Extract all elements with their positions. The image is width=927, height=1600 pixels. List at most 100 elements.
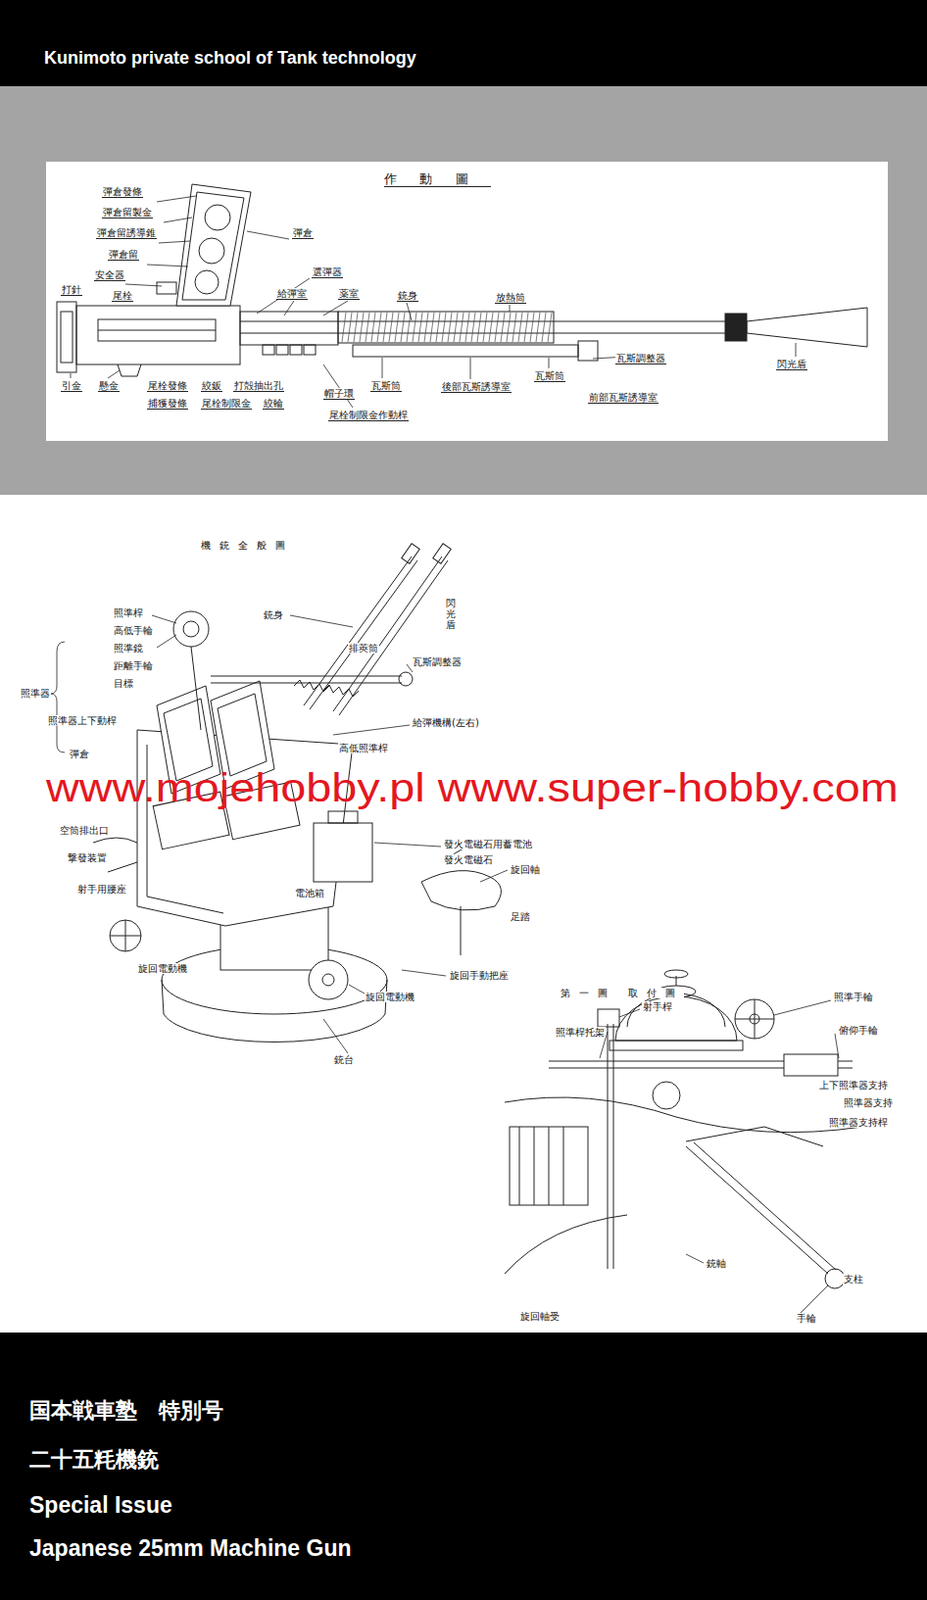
mount-drawing: [322, 974, 335, 986]
radiator-rib: [424, 312, 429, 342]
gun-section-drawing: [341, 312, 552, 342]
leader-line: [774, 1000, 831, 1016]
part-label: 旋回軸受: [519, 1311, 561, 1322]
part-label: 閃光盾: [776, 358, 808, 371]
gun-section-drawing: [578, 341, 598, 361]
part-label: 前部瓦斯誘導室: [587, 391, 659, 404]
radiator-rib: [459, 312, 464, 342]
leader-line: [246, 231, 290, 240]
leader-line: [470, 357, 472, 380]
part-label: 選彈器: [311, 266, 343, 279]
leader-line: [382, 357, 384, 379]
sight-mount-drawing: [609, 1040, 743, 1051]
radiator-rib: [488, 312, 493, 342]
part-label: 後部瓦斯誘導室: [440, 381, 512, 393]
mount-drawing: [313, 823, 373, 882]
radiator-rib: [512, 312, 517, 342]
radiator-rib: [394, 312, 399, 342]
mount-drawing: [421, 871, 501, 911]
part-label: 銃身: [262, 609, 285, 621]
part-label: 電池箱: [293, 887, 326, 899]
part-label: 帽子環: [323, 388, 355, 400]
watermark: www.mojehobby.pl www.super-hobby.com: [46, 766, 899, 810]
mount-drawing: [191, 646, 201, 731]
mount-drawing: [398, 672, 413, 686]
gun-section-drawing: [352, 344, 579, 357]
radiator-rib: [347, 312, 352, 342]
sight-mount-drawing: [548, 1126, 550, 1206]
radiator-rib: [412, 312, 417, 342]
mount-drawing: [183, 621, 199, 637]
page-ground: [0, 0, 927, 87]
gun-section-drawing: [240, 321, 747, 323]
part-label: 照準桿托架: [554, 1026, 606, 1038]
part-label: 空筒排出口: [58, 825, 110, 836]
leader-line: [290, 615, 353, 628]
leader-line: [323, 300, 348, 316]
gun-section-drawing: [262, 344, 275, 355]
radiator-rib: [406, 312, 411, 342]
leader-line: [348, 984, 365, 994]
gun-section-drawing: [204, 204, 231, 231]
sight-mount-drawing: [615, 996, 737, 1041]
part-label: 照準器支持: [842, 1097, 894, 1109]
part-label: 旋回電動機: [364, 991, 416, 1003]
part-label: 給彈機構(左右): [411, 717, 481, 729]
radiator-rib: [530, 312, 535, 342]
part-label: 彈倉: [292, 227, 314, 240]
sight-mount-drawing: [783, 1054, 838, 1076]
gun-section-drawing: [117, 364, 142, 377]
part-label: 旋回軸: [509, 864, 541, 876]
part-label: 尾栓制限金: [200, 397, 252, 410]
part-label: 高低手輪: [112, 625, 154, 636]
radiator-rib: [353, 312, 358, 342]
part-label: 彈倉留誘導錐: [96, 227, 157, 240]
leader-line: [256, 278, 310, 314]
leader-line: [50, 615, 508, 1054]
part-label: 給彈室: [276, 288, 308, 300]
mount-drawing: [339, 560, 448, 716]
leader-line: [619, 1009, 640, 1018]
mount-drawing: [161, 979, 388, 1043]
mount-drawing: [107, 862, 138, 873]
part-label: 捕獲發條: [146, 397, 189, 410]
sight-mount-drawing: [597, 1009, 620, 1027]
leader-line: [509, 304, 511, 312]
sight-mount-drawing: [534, 1126, 536, 1206]
part-label: 照準器上下動桿: [47, 715, 118, 727]
gun-section-drawing: [60, 311, 73, 363]
part-label: 引金: [60, 380, 83, 392]
radiator-rib: [418, 312, 423, 342]
radiator-rib: [436, 312, 440, 342]
part-label: 照準鏡: [112, 642, 145, 654]
radiator-rib: [547, 312, 552, 342]
part-label: 彈倉留製金: [101, 206, 153, 219]
radiator-rib: [383, 312, 388, 342]
mount-drawing: [210, 676, 402, 678]
part-label: 打針: [60, 284, 83, 296]
leader-line: [323, 1019, 348, 1054]
gun-section-drawing: [97, 319, 216, 342]
mount-drawing: [433, 543, 452, 564]
radiator-rib: [365, 312, 370, 342]
page-ground: [0, 1332, 927, 1600]
radiator-rib: [371, 312, 376, 342]
drawing-title: 作動圖: [384, 172, 491, 188]
part-label: 照準桿: [112, 607, 145, 619]
mount-drawing: [308, 960, 348, 1000]
radiator-rib: [506, 312, 511, 342]
part-label: 閃光盾: [445, 597, 456, 631]
sight-mount-drawing: [754, 999, 756, 1039]
cover-title: 国本戦車塾 特別号: [29, 1399, 224, 1423]
part-label: 支柱: [842, 1273, 865, 1285]
group-label: 照準器: [19, 687, 51, 699]
part-label: 絞輪: [262, 397, 285, 410]
part-label: 發火電磁石用蓄電池: [442, 838, 534, 850]
cover-title: Special Issue: [29, 1493, 173, 1518]
radiator-rib: [389, 312, 393, 342]
page-ground: [0, 86, 927, 495]
mount-drawing: [93, 837, 138, 843]
gun-section-drawing: [725, 313, 747, 342]
part-label: 懸金: [97, 380, 120, 392]
gun-section-drawing: [338, 311, 554, 343]
